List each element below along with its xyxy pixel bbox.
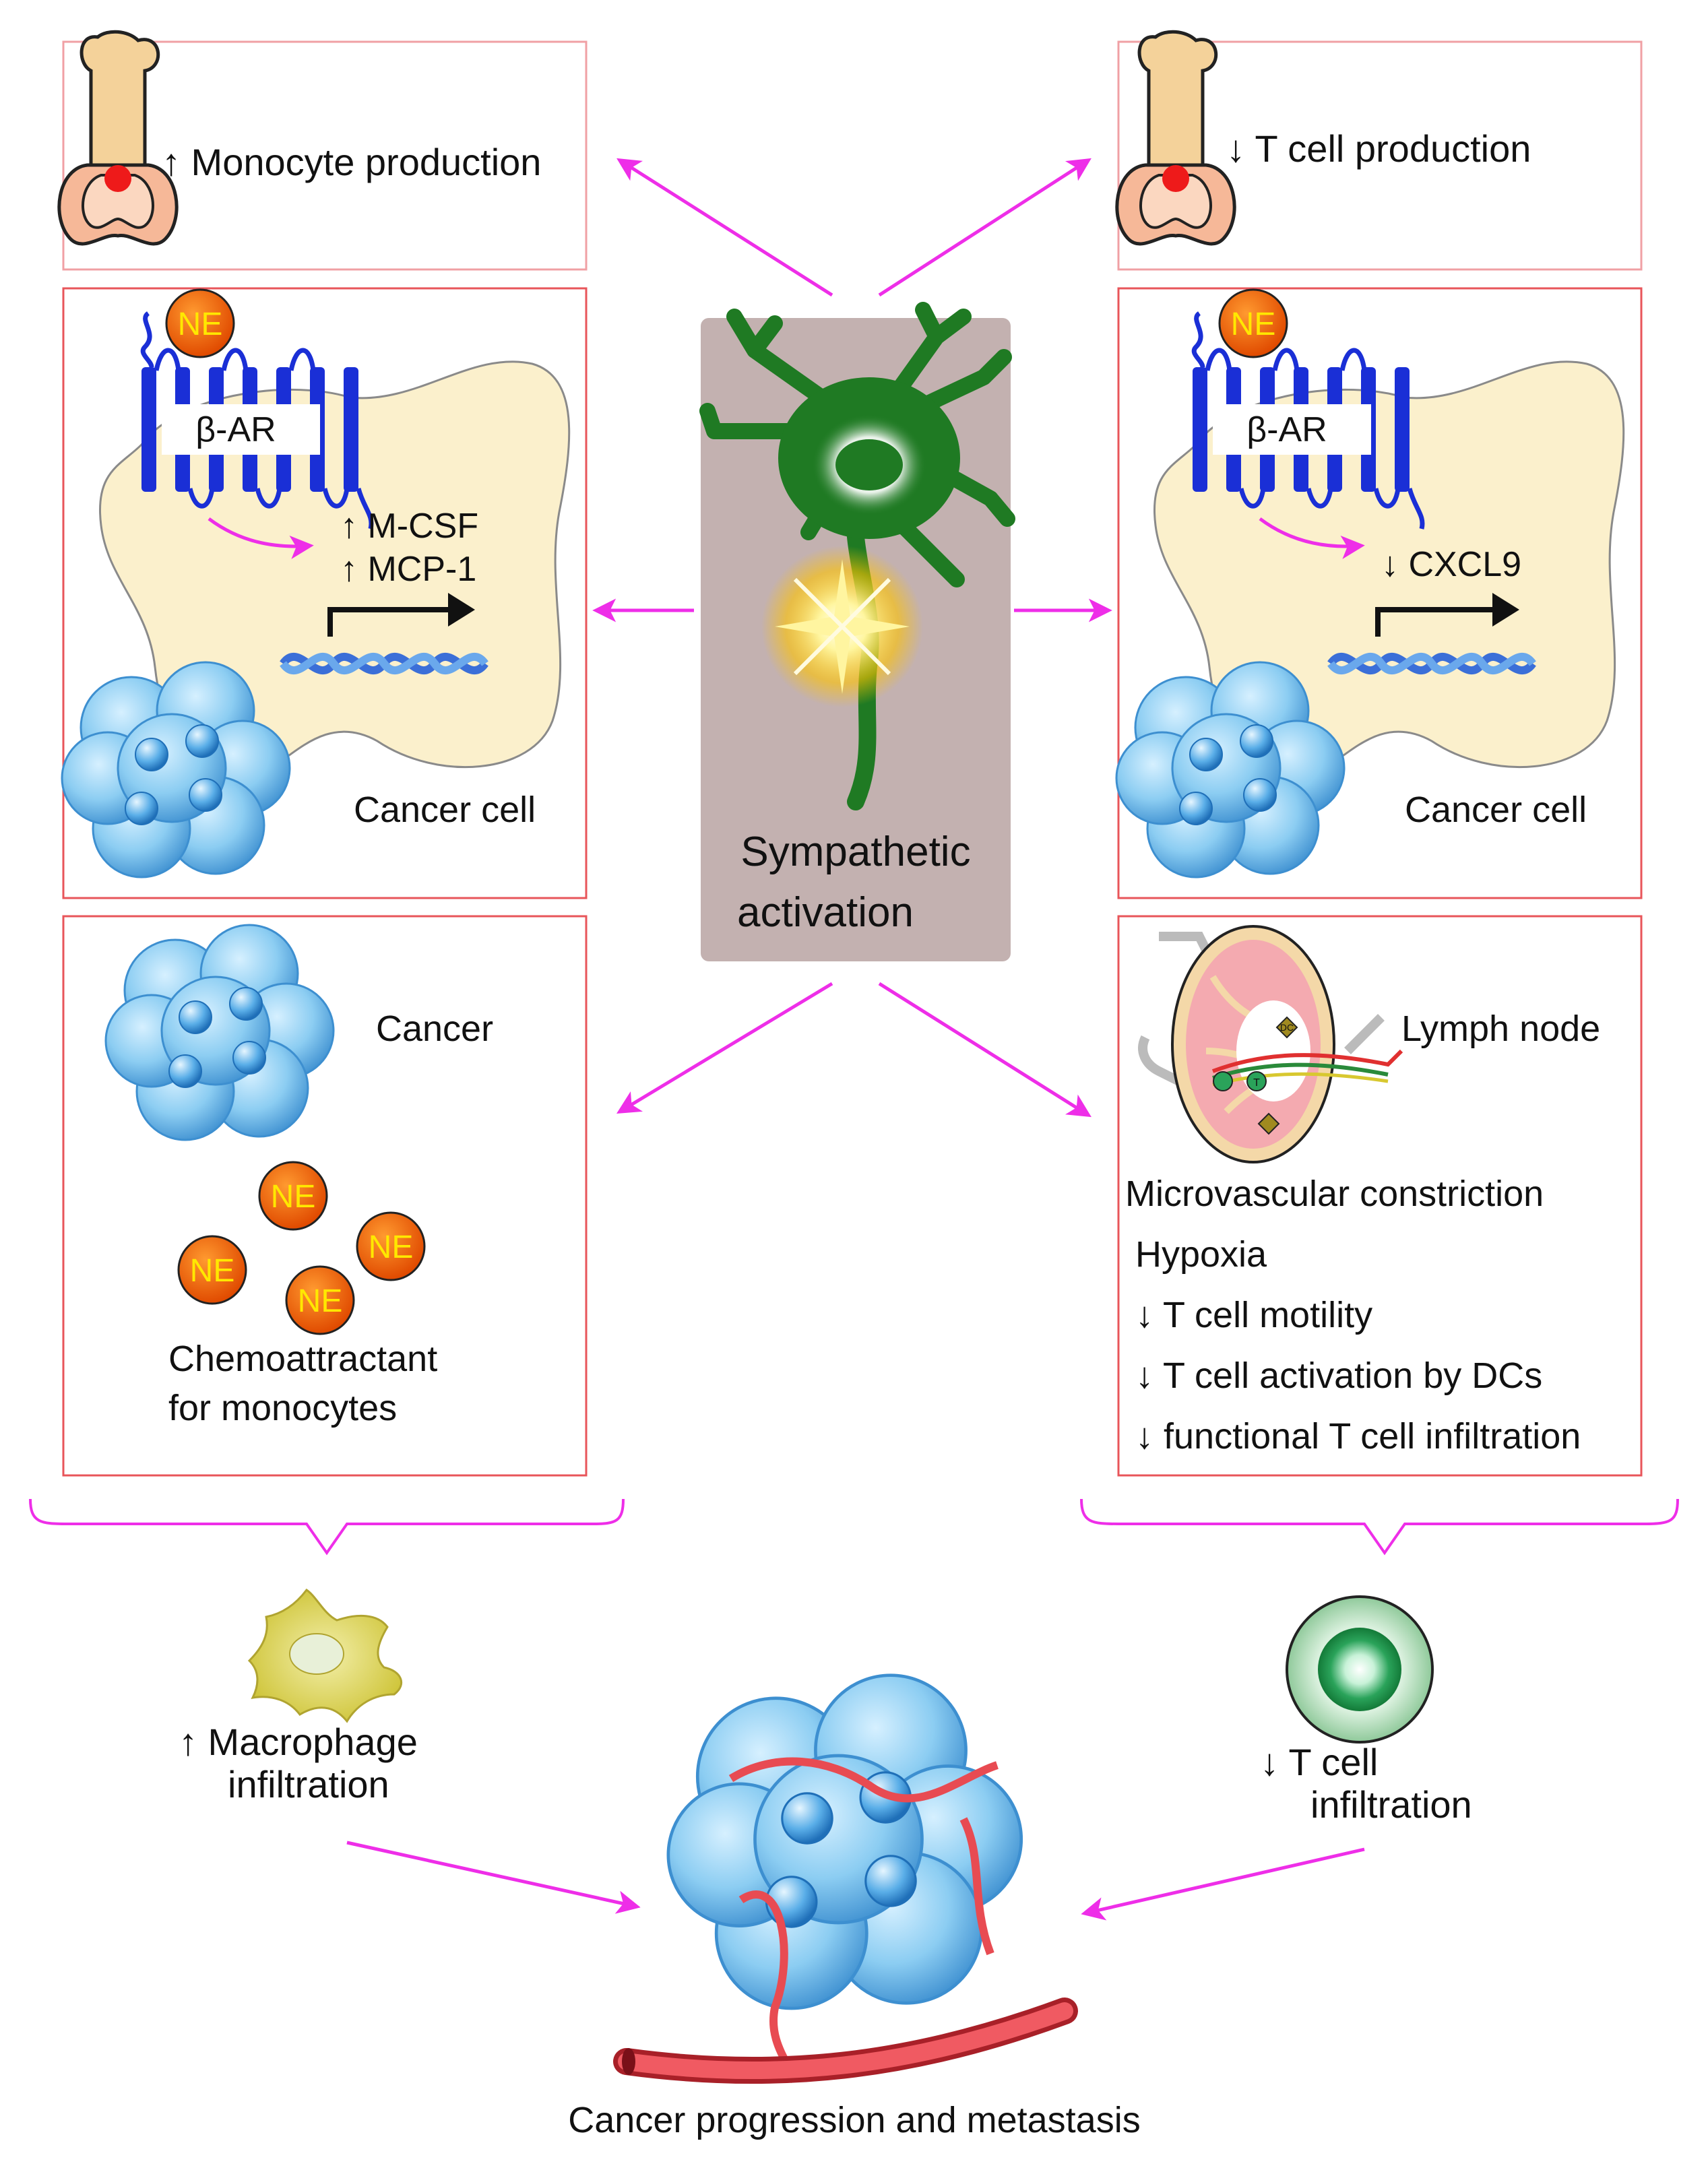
svg-text:NE: NE [178, 307, 223, 342]
box-top-right [1117, 40, 1643, 271]
transcription-arrowhead-left [448, 593, 475, 627]
chemoattractant-label-line1: Chemoattractant [168, 1339, 437, 1379]
brace-right [1080, 1498, 1679, 1556]
macrophage-nucleus [289, 1633, 344, 1675]
bone-icon-right [1117, 32, 1234, 244]
signal-arrow-right [1259, 517, 1365, 559]
mcp1-label: ↑ MCP-1 [340, 550, 476, 589]
svg-text:T: T [1253, 1077, 1260, 1089]
effect-hypoxia: Hypoxia [1135, 1234, 1267, 1275]
transcription-arrow-left [327, 607, 455, 637]
arrow-to-bottom-right [878, 982, 1092, 1118]
blood-vessel-highlight [618, 2002, 1073, 2080]
dna-helix-right [1331, 657, 1533, 670]
cancer-cell-label-right: Cancer cell [1405, 790, 1587, 830]
box-mid-left [62, 287, 588, 899]
bone-icon-left [59, 32, 177, 244]
cancer-cluster-bottom-left [104, 924, 335, 1141]
lymph-node-icon: T DC [1138, 925, 1403, 1163]
ne-molecule-right: NE [1218, 288, 1288, 358]
svg-text:DC: DC [1280, 1022, 1294, 1033]
sympathetic-label-line1: Sympathetic [740, 829, 970, 875]
arrow-tcell-to-tumor [1081, 1847, 1365, 1921]
activation-spark-icon [761, 546, 923, 707]
monocyte-production-label: ↑ Monocyte production [162, 141, 541, 183]
effect-infiltration: ↓ functional T cell infiltration [1135, 1416, 1581, 1457]
arrow-to-top-right [878, 158, 1092, 297]
lymph-node-label: Lymph node [1401, 1009, 1600, 1049]
chemoattractant-label-line2: for monocytes [168, 1388, 397, 1428]
sympathetic-label-line2: activation [737, 889, 914, 936]
macrophage-label-line1: ↑ Macrophage [179, 1721, 418, 1763]
bottom-label: Cancer progression and metastasis [568, 2100, 1140, 2140]
svg-text:NE: NE [190, 1253, 235, 1289]
cxcl9-label: ↓ CXCL9 [1381, 545, 1521, 584]
box-bottom-right [1117, 915, 1643, 1477]
brace-left [29, 1498, 625, 1556]
effect-microvascular: Microvascular constriction [1125, 1174, 1544, 1214]
svg-text:NE: NE [298, 1283, 343, 1319]
arrow-macrophage-to-tumor [346, 1841, 641, 1914]
ne-molecule-cluster: NE NE NE NE [177, 1161, 426, 1335]
t-cell-label-line1: ↓ T cell [1260, 1741, 1378, 1783]
transcription-arrowhead-right [1492, 593, 1519, 627]
receptor-label-right: β-AR [1246, 410, 1327, 449]
box-bottom-left [62, 915, 588, 1477]
mcsf-label: ↑ M-CSF [340, 507, 478, 546]
cancer-cell-label-left: Cancer cell [354, 790, 536, 830]
tumor-mass-icon [668, 1675, 1021, 2084]
transcription-arrow-right [1375, 607, 1499, 637]
cancer-label: Cancer [376, 1009, 493, 1049]
svg-text:NE: NE [369, 1229, 414, 1265]
t-cell-nucleus [1318, 1628, 1401, 1711]
macrophage-label-line2: infiltration [228, 1763, 389, 1806]
t-cell-label-line2: infiltration [1310, 1783, 1472, 1826]
box-mid-right [1117, 287, 1643, 899]
signal-arrow-left [208, 517, 314, 559]
svg-text:NE: NE [271, 1179, 316, 1215]
effect-motility: ↓ T cell motility [1135, 1295, 1372, 1335]
blood-vessel-opening [622, 2048, 635, 2075]
receptor-label-left: β-AR [195, 410, 276, 449]
box-top-left [62, 40, 588, 271]
arrow-to-bottom-left [616, 982, 833, 1114]
t-cell-production-label: ↓ T cell production [1226, 127, 1531, 170]
effect-activation: ↓ T cell activation by DCs [1135, 1355, 1542, 1396]
svg-text:NE: NE [1231, 307, 1276, 342]
arrow-to-top-left [616, 158, 833, 297]
ne-molecule-left: NE [165, 288, 235, 358]
dna-helix-left [283, 657, 485, 670]
